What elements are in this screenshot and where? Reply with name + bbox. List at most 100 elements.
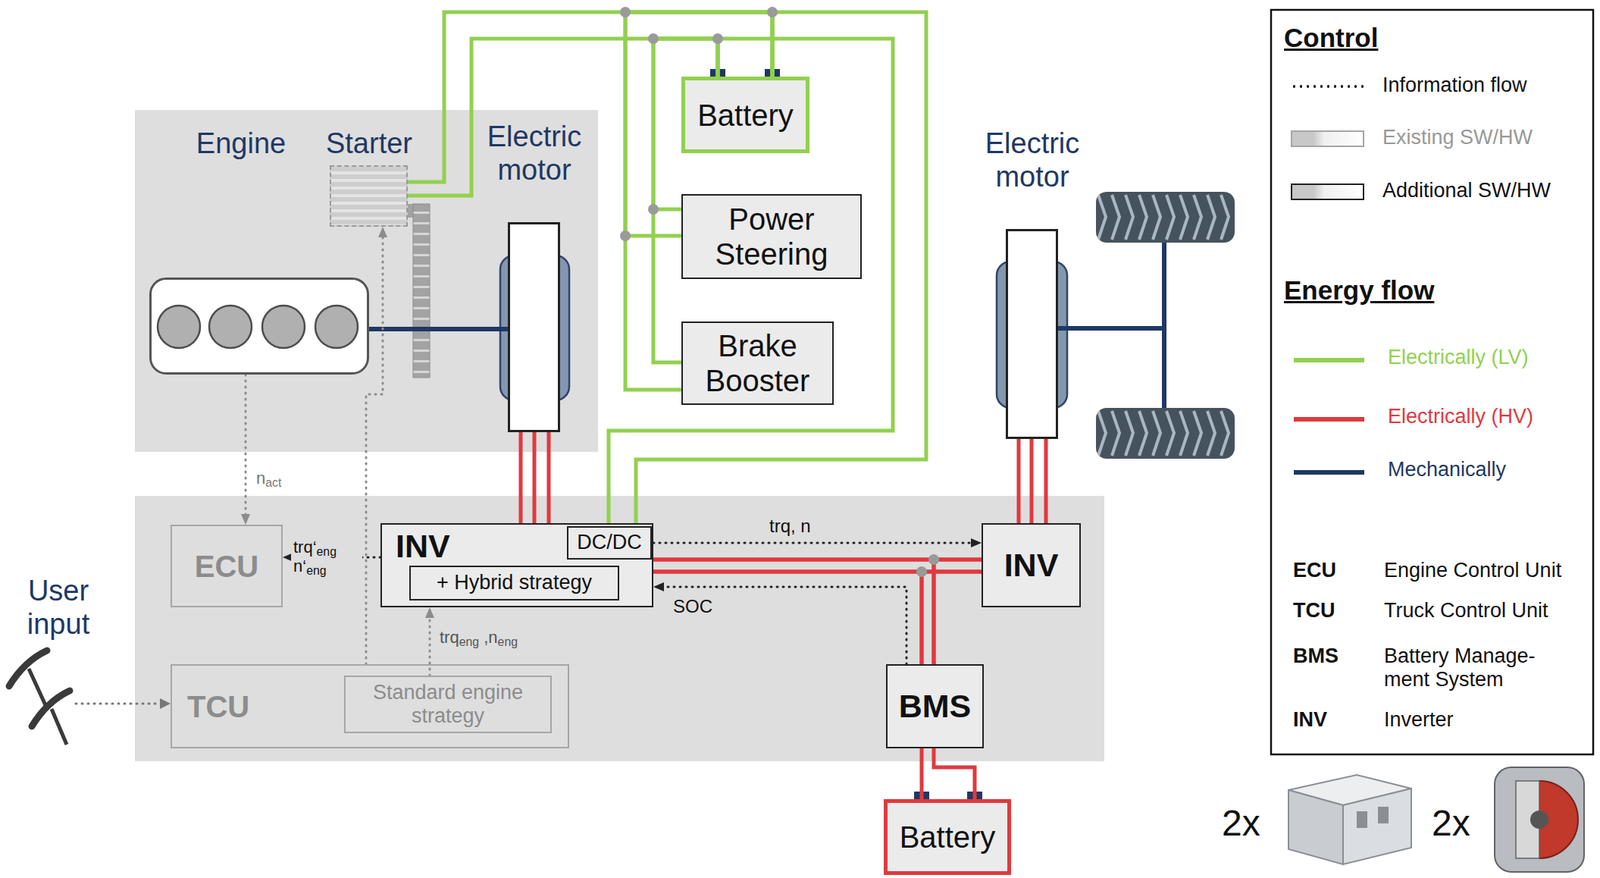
component-title: Starter [293, 127, 445, 161]
abbreviation-text: Battery Manage- ment System [1383, 644, 1566, 692]
hv-wire-line [933, 559, 982, 664]
lv-wire-line [407, 38, 718, 196]
abbreviation-text: Truck Control Unit [1383, 598, 1549, 623]
legend-text: Existing SW/HW [1382, 125, 1533, 150]
mechanical-shaft [369, 328, 508, 330]
junction-dot [619, 6, 631, 18]
abbreviation-text: Engine Control Unit [1383, 558, 1562, 583]
pedal [31, 690, 70, 727]
legend-heading: Energy flow [1283, 275, 1435, 306]
junction-dot [712, 33, 724, 44]
hv-wire-line [933, 748, 975, 799]
mechanical-shaft-line [369, 326, 508, 332]
hv-wire-line [532, 432, 537, 523]
motor-box: Electric motor [507, 222, 561, 433]
hv-wire [653, 559, 934, 664]
drive-shaft [1058, 325, 1165, 331]
control-unit-box: TCUStandard engine strategy [170, 663, 570, 749]
signal-arrow-line [244, 374, 248, 516]
hv-wire-line [653, 559, 934, 664]
arrow-head [653, 582, 664, 592]
wheel [1095, 191, 1235, 243]
motor-box: Electric motor [1005, 228, 1059, 439]
wheel-tread [1095, 191, 1235, 243]
hv-wire-line [1030, 438, 1034, 523]
inverter-box: INV DC/DC + Hybrid strategy [380, 522, 654, 608]
legend-line-sample [1293, 357, 1365, 363]
component-title: Electric motor [481, 120, 588, 187]
abbreviation: INV [1293, 707, 1328, 732]
signal-label: nact [256, 468, 282, 488]
signal-label: trqeng ,neng [439, 627, 518, 647]
cylinder [157, 305, 201, 348]
bms-box: BMS [886, 663, 984, 749]
abbreviation: BMS [1293, 644, 1339, 668]
user-signal [75, 702, 160, 705]
arrow-head [425, 607, 435, 618]
junction-dot [767, 6, 778, 18]
lv-wire [608, 12, 927, 527]
node-label: ECU [194, 548, 259, 584]
component-title: Engine [180, 127, 302, 161]
legend-text: Additional SW/HW [1382, 178, 1551, 203]
starter-box: Starter [329, 165, 408, 227]
legend-text: Electrically (HV) [1387, 404, 1534, 429]
pedal-arm [28, 668, 46, 705]
hv-wire [921, 559, 982, 664]
component-box: Brake Booster [681, 321, 834, 405]
inverter-front [1343, 788, 1412, 865]
arrow-head [378, 226, 388, 238]
engine-fill [149, 277, 370, 375]
legend-text: Mechanically [1387, 457, 1507, 482]
wheel [1095, 407, 1235, 459]
signal-arrow-line [662, 586, 907, 664]
node-label: INV [395, 529, 451, 563]
node-label: + Hybrid strategy [436, 570, 592, 595]
inverter-connector [1356, 810, 1368, 828]
cylinder [262, 305, 305, 348]
legend-dotted-sample [1290, 84, 1365, 88]
converter-box: DC/DC [566, 526, 652, 560]
abbreviation: ECU [1293, 558, 1337, 583]
signal-label: trq, n [769, 515, 811, 537]
node-label: INV [1004, 546, 1059, 584]
hv-wire-line [547, 432, 552, 523]
junction-dot [648, 203, 659, 215]
signal-arrow [241, 374, 251, 525]
signal-arrow-line [428, 616, 432, 676]
input-label: User input [9, 574, 108, 641]
lv-wire-line [635, 12, 927, 527]
strategy-box: Standard engine strategy [344, 675, 552, 733]
wheel-tread [1095, 407, 1235, 459]
junction-dot [619, 230, 631, 242]
motor-housing [1494, 767, 1585, 872]
node-label: DC/DC [576, 530, 642, 555]
inverter-box: INV [981, 522, 1081, 608]
inverter-side [1288, 789, 1344, 865]
component-box: Power Steering [681, 194, 862, 279]
hv-wire-line [519, 432, 523, 523]
signal-label: SOC [673, 595, 713, 617]
legend-box-sample [1290, 183, 1365, 201]
pedal-arm [51, 708, 67, 745]
junction-dot [928, 554, 940, 565]
legend-line-sample [1293, 469, 1365, 475]
strategy-box: + Hybrid strategy [409, 565, 620, 601]
cylinder [315, 305, 358, 348]
control-panel [134, 495, 1105, 761]
hv-wire-line [920, 748, 924, 799]
hv-wire [520, 432, 549, 523]
legend-text: Electrically (LV) [1387, 345, 1529, 370]
component-title: Electric motor [979, 127, 1086, 194]
legend-line-sample [1293, 416, 1365, 422]
legend-heading: Control [1283, 22, 1378, 54]
axle [1161, 241, 1167, 410]
signal-label: trq‘eng n‘eng [291, 535, 363, 578]
legend-box [1271, 9, 1594, 755]
hv-wire-line [653, 571, 922, 664]
node-label: Standard engine strategy [345, 680, 551, 728]
battery-box: Battery [883, 798, 1012, 875]
node-label: Battery [899, 819, 996, 855]
arrow-head [970, 538, 982, 548]
